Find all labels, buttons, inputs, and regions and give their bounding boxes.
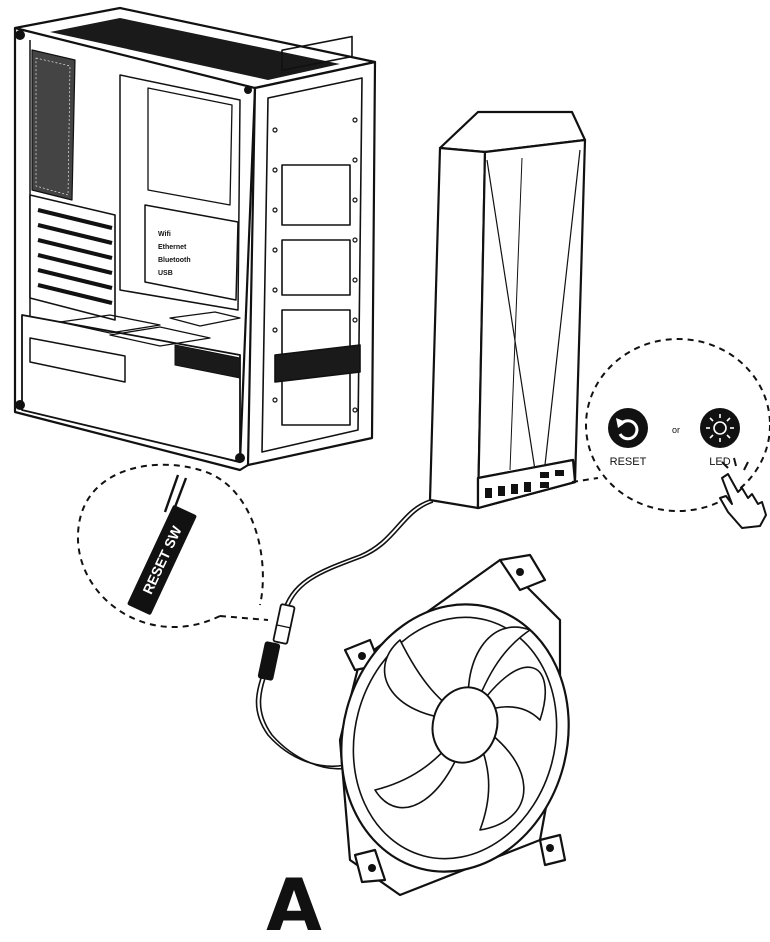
svg-text:Ethernet: Ethernet <box>158 244 187 251</box>
case-fan <box>338 553 570 897</box>
hand-pointer-icon <box>719 457 767 529</box>
controller-buttons-callout: RESET or LED <box>571 338 770 529</box>
pc-case: Wifi Ethernet Bluetooth USB <box>13 6 377 472</box>
svg-text:Bluetooth: Bluetooth <box>158 257 191 264</box>
or-label: or <box>672 425 680 435</box>
reset-button-label: RESET <box>610 456 647 468</box>
svg-text:Wifi: Wifi <box>158 231 171 238</box>
expansion-slots <box>29 194 116 321</box>
case-panel-text: Wifi Ethernet Bluetooth USB <box>158 231 191 277</box>
cable-connector <box>257 603 296 681</box>
svg-text:USB: USB <box>158 270 173 277</box>
figure-letter: A <box>266 863 322 937</box>
reset-switch-body <box>127 505 197 615</box>
led-front-panel <box>428 110 587 510</box>
reset-switch-callout: RESET SW <box>76 463 269 628</box>
rgb-cable <box>255 499 434 770</box>
led-sun-icon <box>700 408 740 448</box>
reset-icon <box>608 408 648 448</box>
rear-vent-grill <box>31 49 76 201</box>
